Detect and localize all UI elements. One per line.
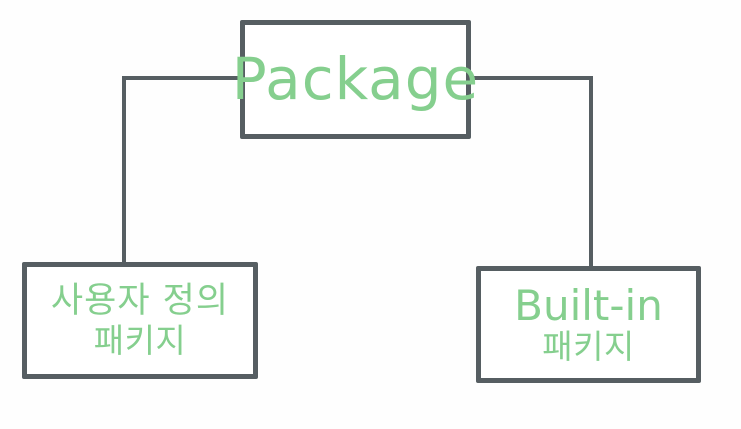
node-user-defined-package-label-line-2: 패키지: [93, 320, 187, 360]
node-builtin-package-label-line-2: 패키지: [542, 327, 635, 367]
node-user-defined-package[interactable]: 사용자 정의 패키지: [22, 262, 258, 379]
connector-root-to-user-defined: [122, 76, 242, 264]
node-user-defined-package-label-line-1: 사용자 정의: [50, 280, 230, 321]
connector-root-to-builtin: [469, 76, 593, 268]
node-builtin-package-label-line-1: Built-in: [514, 281, 663, 331]
node-builtin-package[interactable]: Built-in 패키지: [476, 266, 701, 383]
node-package-root[interactable]: Package: [232, 20, 478, 139]
node-package-root-label: Package: [231, 44, 480, 113]
